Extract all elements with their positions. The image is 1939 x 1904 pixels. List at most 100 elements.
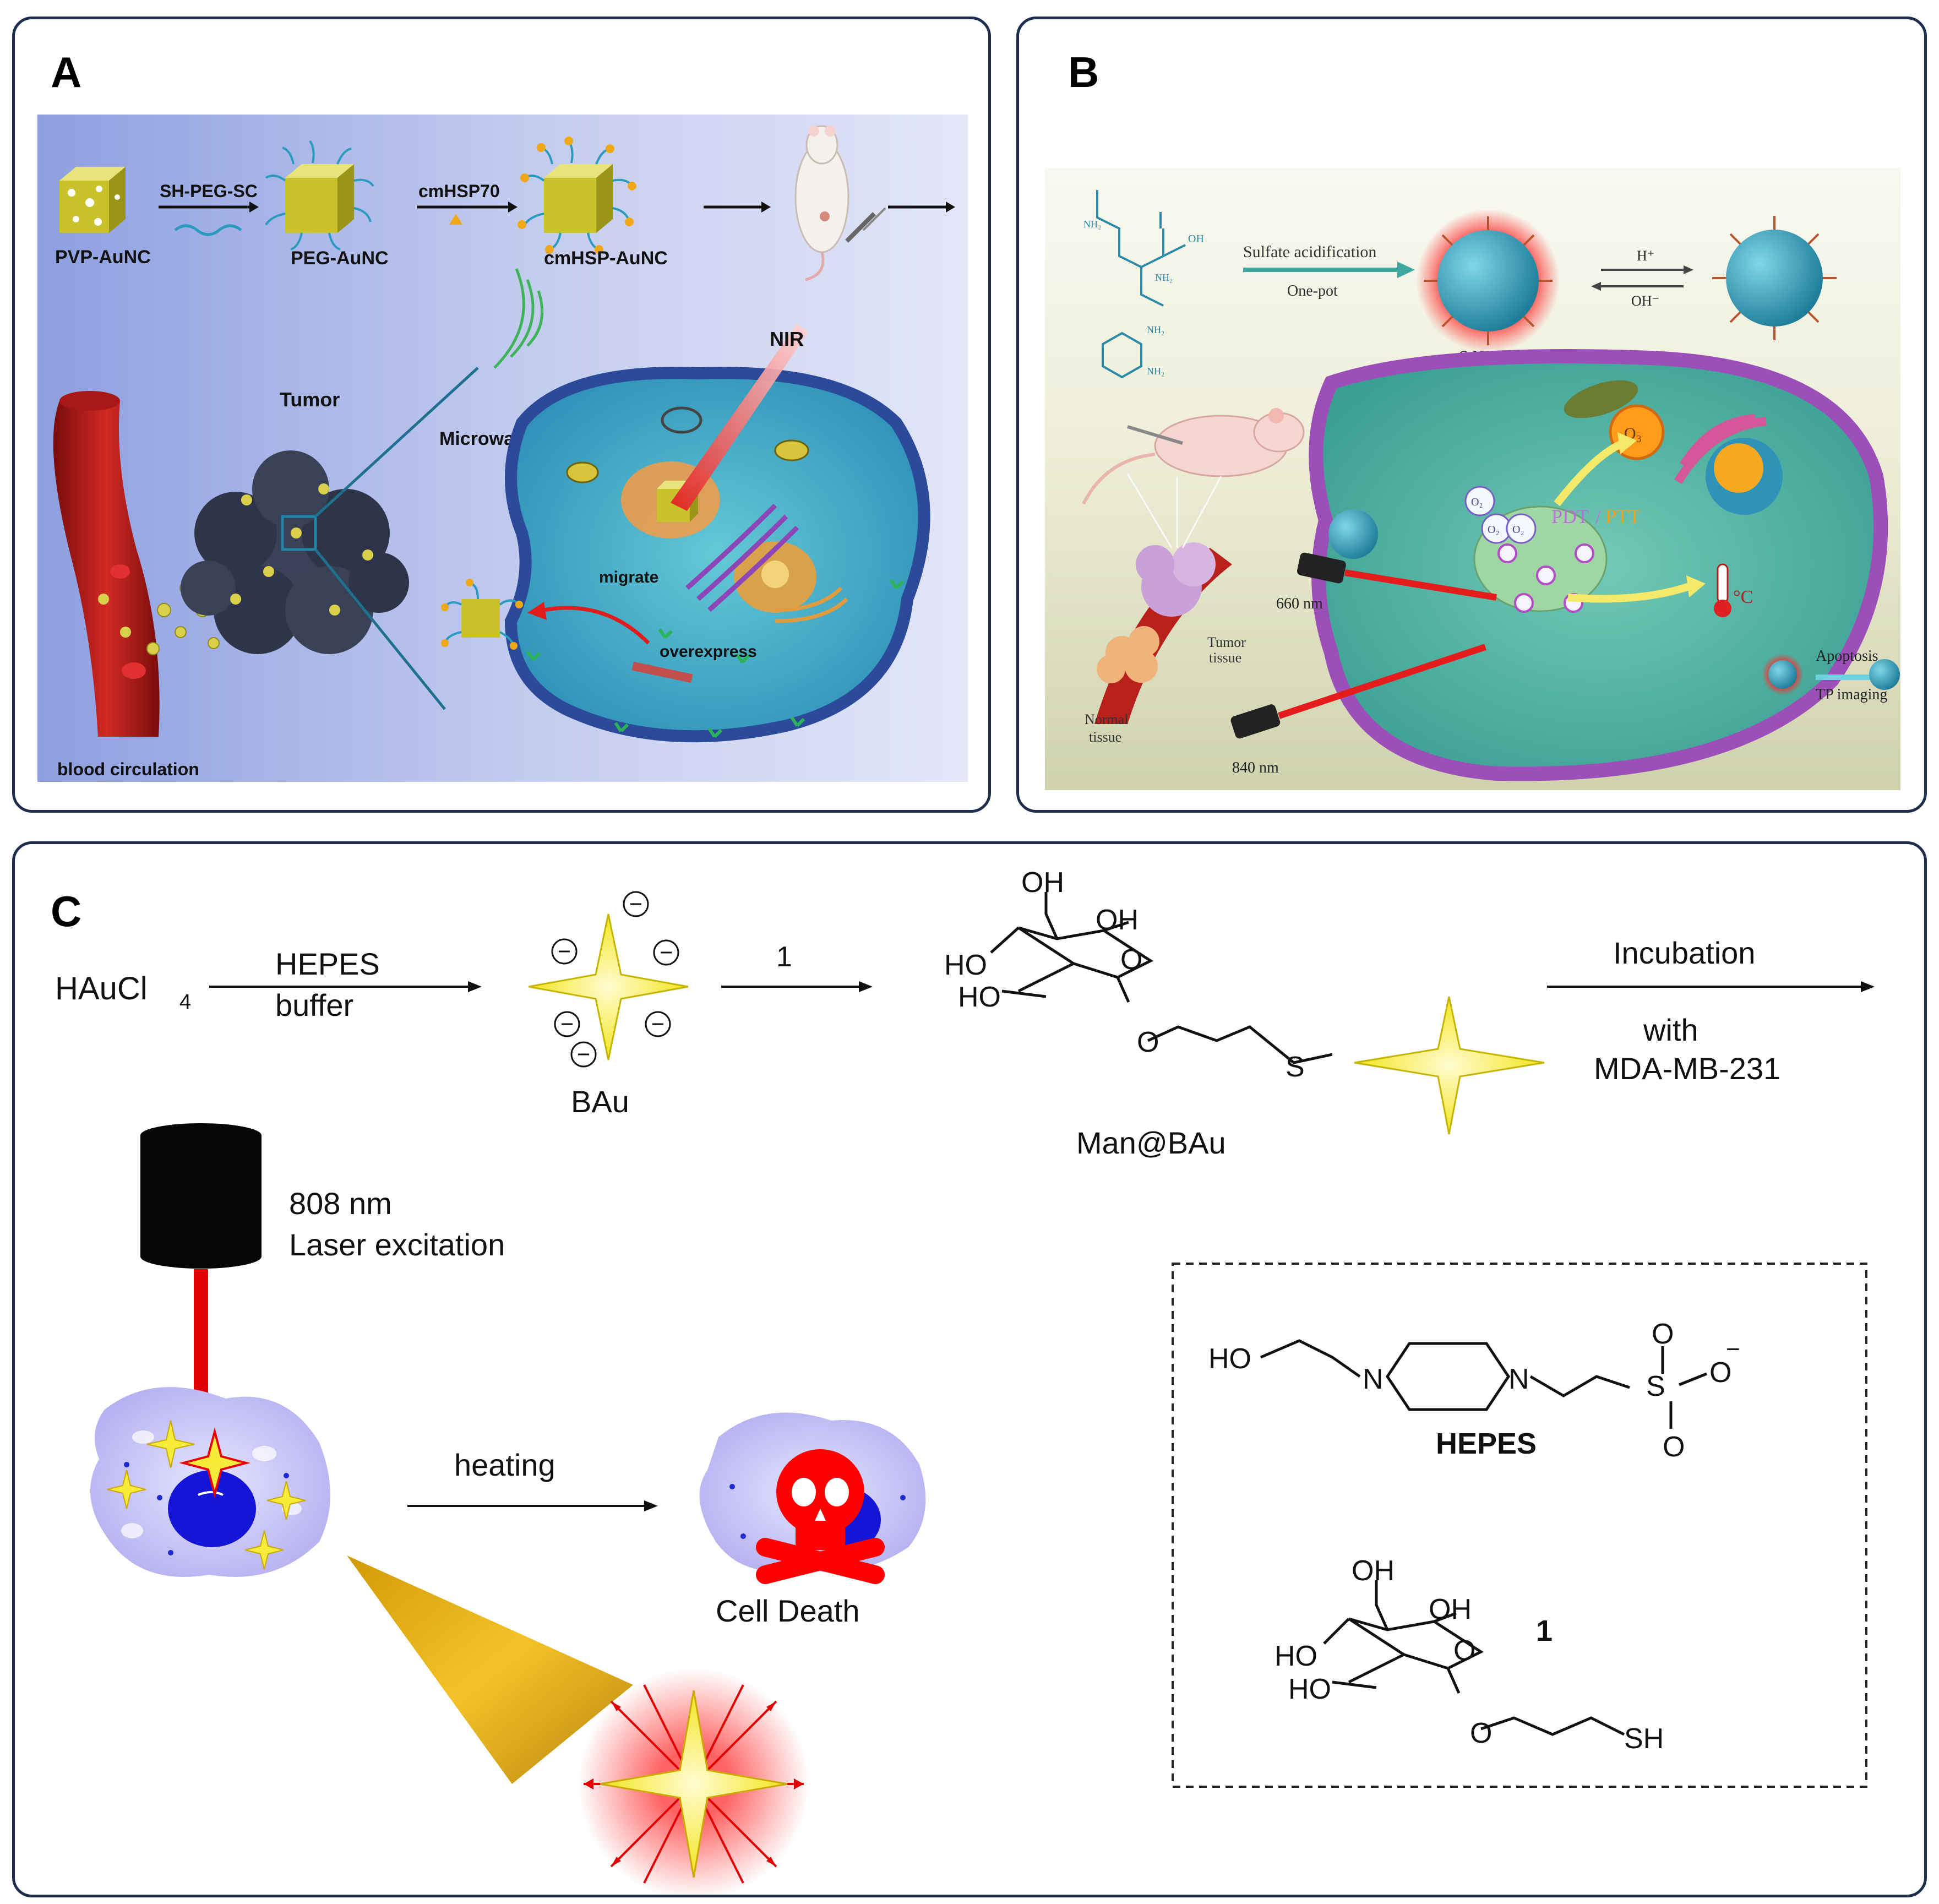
nh2-label-c: NH₂ (1147, 324, 1164, 335)
migrate-arrow (543, 606, 650, 645)
hepes-structure (1260, 1339, 1707, 1429)
tumor-label: Tumor (280, 388, 340, 411)
cmpd1-ho-1: HO (1274, 1640, 1317, 1672)
man-s: S (1286, 1051, 1305, 1083)
base-label: OH⁻ (1631, 293, 1659, 309)
hepes-n1: N (1363, 1363, 1384, 1395)
cell-b (1309, 349, 1888, 781)
zoom-cone (347, 1555, 633, 1784)
cmhsp-particle-outside (441, 579, 523, 650)
tumor-mass (181, 450, 409, 654)
cmpd1-o-link: O (1470, 1717, 1492, 1749)
laser-device (140, 1123, 262, 1269)
step1-label: 1 (776, 941, 792, 973)
ptt-label: PTT (1605, 505, 1641, 527)
normal-tissue-label: Normal tissue (1085, 711, 1132, 745)
laser-nm-label: 808 nm (289, 1186, 392, 1221)
blood-circulation-label: blood circulation (57, 759, 199, 779)
cmpd1-sh: SH (1624, 1723, 1664, 1755)
man-ho-2: HO (958, 981, 1001, 1013)
man-bau-nanostar (1354, 996, 1545, 1135)
tumor-cell (504, 367, 930, 743)
hepes-n2: N (1508, 1363, 1529, 1395)
hepes-name: HEPES (1436, 1427, 1537, 1460)
laser-excitation-label: Laser excitation (289, 1227, 505, 1262)
panel-b-label: B (1068, 48, 1099, 96)
tumor-tissue-line1: Tumor (1207, 634, 1246, 650)
pvp-aunc-label: PVP-AuNC (55, 247, 151, 268)
hepes-ho: HO (1208, 1343, 1251, 1375)
slash-label: / (1595, 505, 1601, 527)
with-label: with (1643, 1013, 1698, 1047)
oh-label: OH (1188, 233, 1204, 245)
o2-label-2: O₂ (1488, 524, 1499, 536)
migrate-label: migrate (599, 568, 658, 586)
overexpress-label: overexpress (660, 643, 757, 661)
man-ho-1: HO (944, 949, 987, 981)
nh2-label-d: NH₂ (1147, 366, 1164, 377)
temperature-label: °C (1733, 587, 1753, 607)
hepes-buffer-top: HEPES (275, 946, 380, 981)
panel-a-label: A (51, 48, 82, 96)
normal-tissue-line2: tissue (1089, 729, 1121, 745)
compound-1-number: 1 (1536, 1614, 1553, 1647)
hepes-o-minus: O (1709, 1357, 1731, 1389)
hepes-o-top: O (1652, 1318, 1674, 1350)
tumor-tissue-line2: tissue (1209, 650, 1241, 666)
compound-1-structure (1323, 1580, 1625, 1736)
nanostars-in-cell (107, 1420, 306, 1570)
man-o-link: O (1137, 1026, 1159, 1058)
panel-b-illustration: NH₂ OH NH₂ NH₂ NH₂ Sulfate acidification… (1045, 168, 1900, 790)
man-oh-top: OH (1021, 867, 1064, 899)
peg-aunc-cube (265, 140, 374, 251)
nir-label: NIR (770, 328, 804, 350)
panel-c-label: C (51, 887, 82, 935)
thermometer-icon (1714, 563, 1731, 617)
hepes-o-bottom: O (1663, 1431, 1685, 1463)
tumor-tissue-label: Tumor tissue (1207, 634, 1249, 666)
lysine-structure (1096, 190, 1186, 379)
mouse-b (1082, 408, 1305, 505)
nir-laser-beam (671, 324, 808, 511)
one-pot-label: One-pot (1287, 282, 1338, 300)
laser-660 (1297, 552, 1497, 601)
cmpd1-ho-2: HO (1288, 1673, 1331, 1705)
pdt-label: PDT (1551, 505, 1589, 527)
hepes-minus: − (1726, 1336, 1740, 1363)
negative-charges (551, 891, 679, 1068)
cell-line-label: MDA-MB-231 (1594, 1051, 1780, 1086)
panel-a-illustration: PVP-AuNC SH-PEG-SC PEG-AuNC cmHSP70 (37, 115, 968, 782)
mouse-illustration (794, 125, 886, 281)
glowing-nanostar (600, 1690, 788, 1878)
l840-label: 840 nm (1232, 759, 1279, 776)
o2-label-3: O₂ (1512, 524, 1524, 536)
heating-label: heating (454, 1448, 555, 1482)
structures-box (1172, 1263, 1867, 1788)
man-oh-right: OH (1096, 904, 1139, 936)
cmhsp-aunc-label: cmHSP-AuNC (544, 248, 668, 269)
sn-cd-particle-deprotonated (1726, 230, 1823, 327)
panel-c-scheme: HAuCl 4 HEPES buffer BAu 1 OH OH HO HO O… (33, 859, 1916, 1894)
incubation-label: Incubation (1613, 935, 1755, 970)
pvp-aunc-cube (59, 167, 126, 233)
haucl4-label: HAuCl (55, 971, 148, 1007)
nh2-label-a: NH₂ (1083, 219, 1101, 230)
man-ring-o: O (1120, 944, 1142, 976)
microwave-waves (493, 268, 544, 369)
laser-840 (1230, 644, 1486, 739)
sulfate-acidification-label: Sulfate acidification (1243, 243, 1376, 261)
haucl4-subscript: 4 (179, 991, 191, 1014)
l660-label: 660 nm (1276, 595, 1323, 612)
tumor-vessel (1094, 542, 1232, 724)
normal-tissue-line1: Normal (1085, 711, 1128, 727)
man-bau-label: Man@BAu (1076, 1125, 1226, 1160)
o2-label-1: O₂ (1471, 496, 1483, 508)
reagent-cmhsp70: cmHSP70 (418, 181, 500, 201)
peg-aunc-label: PEG-AuNC (291, 248, 389, 269)
cmhsp-aunc-cube (518, 137, 636, 254)
skull-icon (756, 1449, 885, 1584)
panel-c (12, 841, 1927, 1897)
bau-label: BAu (571, 1084, 629, 1119)
apoptosis-label: Apoptosis (1816, 648, 1878, 665)
blood-vessel (53, 391, 160, 737)
